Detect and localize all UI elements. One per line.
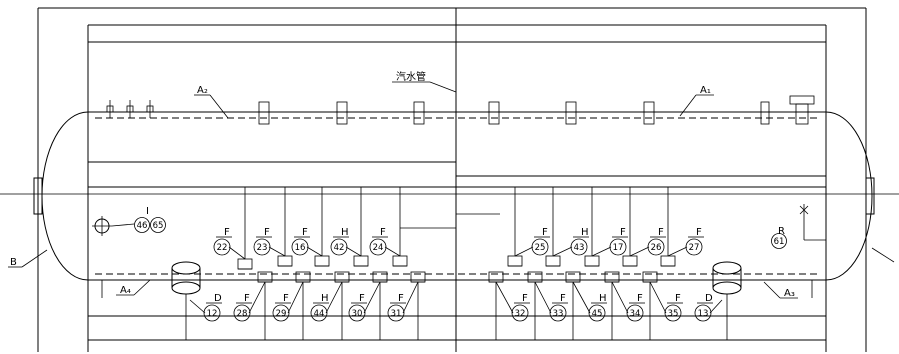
callout-27: 27 F: [660, 187, 704, 267]
callout-number: 23: [257, 243, 268, 253]
callout-number: 34: [630, 309, 641, 319]
nozzle-42: [353, 255, 369, 267]
callout-i-letter: I: [146, 206, 149, 217]
d-nozzles: [171, 261, 742, 340]
side-labels: B A₄ A₃: [8, 213, 895, 299]
callout-number: 31: [391, 309, 402, 319]
callout-letter: F: [542, 227, 548, 238]
nozzle-24: [392, 255, 408, 267]
nozzle-i: I 46 65: [92, 206, 166, 236]
callout-number: 12: [207, 309, 218, 319]
nozzle-23: [277, 255, 293, 267]
callout-33: 33 F: [527, 271, 568, 340]
callout-letter: F: [675, 293, 681, 304]
nozzle-17: [584, 255, 600, 267]
callout-number: 45: [592, 309, 603, 319]
callout-29: 29 F: [272, 271, 311, 340]
callout-letter: F: [620, 227, 626, 238]
callout-letter: F: [637, 293, 643, 304]
callout-number: 35: [668, 309, 679, 319]
callout-number: 24: [373, 243, 384, 253]
frame: [0, 7, 899, 352]
callout-42: 42 H: [330, 187, 369, 267]
callout-letter: F: [658, 227, 664, 238]
callout-12: 12 D: [189, 293, 222, 322]
callout-letter: H: [599, 293, 607, 304]
callout-24: 24 F: [369, 187, 408, 267]
callout-43: 43 H: [545, 187, 589, 267]
callout-number: 28: [237, 309, 248, 319]
callout-letter: H: [341, 227, 349, 238]
callout-number: 33: [553, 309, 564, 319]
label-a1: A₁: [700, 85, 711, 96]
nozzle-26: [622, 255, 638, 267]
callout-letter: F: [224, 227, 230, 238]
callout-number: 26: [651, 243, 662, 253]
drum-shell: [33, 111, 875, 281]
label-a2: A₂: [197, 85, 208, 96]
label-a3: A₃: [784, 288, 795, 299]
callout-34: 34 F: [604, 271, 645, 340]
nozzle-43: [545, 255, 561, 267]
callout-number: 13: [698, 309, 709, 319]
callout-23: 23 F: [253, 187, 293, 267]
callout-35: 35 F: [642, 271, 683, 340]
callout-letter: F: [244, 293, 250, 304]
callout-number: 44: [314, 309, 325, 319]
callout-letter: F: [398, 293, 404, 304]
callout-letter: F: [380, 227, 386, 238]
top-labels: A₂ A₁ 汽水管: [194, 70, 714, 119]
callout-letter: F: [359, 293, 365, 304]
callout-32: 32 F: [488, 271, 530, 340]
callout-13: 13 D: [694, 293, 723, 322]
callout-30: 30 F: [348, 271, 388, 340]
nozzle-16: [314, 255, 330, 267]
callout-letter: F: [522, 293, 528, 304]
nozzle-25: [507, 255, 523, 267]
callout-letter: F: [302, 227, 308, 238]
callout-r-num: 61: [774, 237, 785, 247]
callout-number: 29: [276, 309, 287, 319]
callout-i-num-1: 46: [137, 221, 148, 231]
callout-number: 32: [515, 309, 526, 319]
callout-26: 26 F: [622, 187, 666, 267]
callout-22: 22 F: [213, 187, 253, 270]
callout-45: 45 H: [565, 271, 607, 340]
callout-number: 27: [689, 243, 700, 253]
callout-17: 17 F: [584, 187, 628, 267]
callout-r-letter: R: [778, 226, 785, 237]
nozzle-22: [237, 258, 253, 270]
nozzle-r: R 61: [771, 204, 826, 249]
nozzle-27: [660, 255, 676, 267]
callout-letter: H: [321, 293, 329, 304]
top-nozzles: [106, 95, 815, 125]
callout-letter: F: [264, 227, 270, 238]
callout-letter: F: [560, 293, 566, 304]
callout-number: 17: [613, 243, 624, 253]
callout-44: 44 H: [310, 271, 350, 340]
callout-letter: D: [705, 293, 713, 304]
label-a4: A₄: [120, 285, 131, 296]
callout-25: 25 F: [507, 187, 550, 267]
callout-letter: F: [696, 227, 702, 238]
callout-number: 25: [535, 243, 546, 253]
callout-31: 31 F: [387, 271, 426, 340]
callout-letter: F: [283, 293, 289, 304]
callout-28: 28 F: [233, 271, 273, 340]
callout-number: 16: [295, 243, 306, 253]
label-b: B: [10, 257, 17, 268]
callout-number: 30: [352, 309, 363, 319]
callout-16: 16 F: [291, 187, 330, 267]
callout-number: 42: [334, 243, 345, 253]
callout-layer: 22F23F16F42H24F25F43H17F26F27F12D28F29F4…: [189, 187, 723, 340]
callout-letter: D: [214, 293, 222, 304]
steam-pipe-label: 汽水管: [396, 70, 426, 83]
callout-i-num-2: 65: [153, 221, 164, 231]
callout-number: 43: [574, 243, 585, 253]
callout-number: 22: [217, 243, 228, 253]
callout-letter: H: [581, 227, 589, 238]
